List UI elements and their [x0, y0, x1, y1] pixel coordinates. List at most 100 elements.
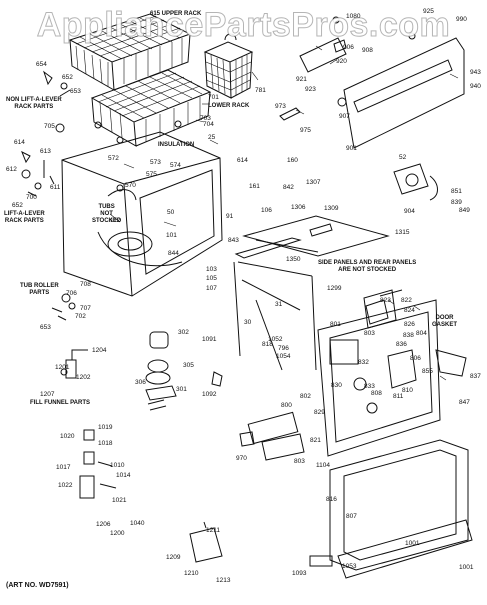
- fill-funnel-drawing: [60, 349, 88, 379]
- part-1206: 1206: [96, 521, 111, 528]
- part-822: 822: [401, 297, 412, 304]
- part-837: 837: [470, 373, 481, 380]
- part-30: 30: [244, 319, 252, 326]
- part-50: 50: [167, 209, 175, 216]
- part-31: 31: [275, 301, 283, 308]
- part-838: 838: [403, 332, 414, 339]
- part-306: 306: [135, 379, 146, 386]
- pump-motor-parts-drawing: [145, 331, 223, 411]
- part-574: 574: [170, 162, 181, 169]
- part-855: 855: [422, 368, 433, 375]
- control-panel-drawing: [279, 16, 465, 149]
- part-1093: 1093: [292, 570, 307, 577]
- part-1054: 1054: [276, 353, 291, 360]
- part-923: 923: [305, 86, 316, 93]
- silverware-basket-drawing: [203, 33, 254, 99]
- door-latch-drawing: [365, 289, 403, 325]
- part-654: 654: [36, 61, 47, 68]
- caption-door-gasket: DOOR GASKET: [432, 315, 458, 328]
- part-803b: 803: [294, 458, 305, 465]
- caption-fill-funnel-parts: FILL FUNNEL PARTS: [30, 400, 90, 406]
- part-105: 105: [206, 275, 217, 282]
- caption-lift-a-lever-rack-parts: LIFT-A-LEVER RACK PARTS: [4, 211, 45, 224]
- part-975: 975: [300, 127, 311, 134]
- part-652b: 652: [12, 202, 23, 209]
- part-816: 816: [326, 496, 337, 503]
- caption-upper-rack: 615 UPPER RACK: [150, 11, 202, 17]
- art-number: (ART NO. WD7591): [6, 582, 69, 589]
- part-836: 836: [396, 341, 407, 348]
- part-52: 52: [399, 154, 407, 161]
- part-1204: 1204: [92, 347, 107, 354]
- part-1211: 1211: [206, 527, 220, 534]
- part-806: 806: [410, 355, 421, 362]
- part-1306: 1306: [291, 204, 306, 211]
- caption-side-panels: SIDE PANELS AND REAR PANELS ARE NOT STOC…: [318, 260, 417, 273]
- part-1052: 1052: [268, 336, 283, 343]
- part-1209: 1209: [166, 554, 181, 561]
- part-824: 824: [404, 307, 415, 314]
- rack-parts-left-drawing: [21, 70, 71, 197]
- part-614: 614: [14, 139, 25, 146]
- part-103: 103: [206, 266, 217, 273]
- part-821: 821: [310, 437, 321, 444]
- part-843: 843: [228, 237, 239, 244]
- side-panel-frame-drawing: [233, 215, 390, 371]
- part-1315: 1315: [395, 229, 410, 236]
- part-804: 804: [416, 330, 427, 337]
- part-973: 973: [275, 103, 286, 110]
- part-1200: 1200: [110, 530, 125, 537]
- part-921: 921: [296, 76, 307, 83]
- part-796: 796: [278, 345, 289, 352]
- part-706: 706: [66, 290, 77, 297]
- part-811: 811: [393, 393, 404, 400]
- part-849: 849: [459, 207, 470, 214]
- part-990: 990: [456, 16, 467, 23]
- caption-insulation: INSULATION: [158, 142, 195, 148]
- part-701: 701: [208, 94, 219, 101]
- part-943: 943: [470, 69, 481, 76]
- part-1053: 1053: [342, 563, 357, 570]
- part-810: 810: [402, 387, 413, 394]
- part-844: 844: [168, 250, 179, 257]
- part-833: 833: [364, 383, 375, 390]
- part-940: 940: [470, 83, 481, 90]
- part-160: 160: [287, 157, 298, 164]
- part-702: 702: [75, 313, 86, 320]
- part-1350: 1350: [286, 256, 301, 263]
- part-705: 705: [44, 123, 55, 130]
- part-781: 781: [255, 87, 266, 94]
- part-807: 807: [346, 513, 357, 520]
- part-800: 800: [281, 402, 292, 409]
- part-1309: 1309: [324, 205, 339, 212]
- part-1299: 1299: [327, 285, 342, 292]
- part-570: 570: [125, 182, 136, 189]
- watermark: AppliancePartsPros.com: [36, 6, 451, 45]
- part-823: 823: [380, 297, 391, 304]
- part-703: 703: [200, 115, 211, 122]
- part-613: 613: [40, 148, 51, 155]
- part-612: 612: [6, 166, 17, 173]
- part-1207: 1207: [40, 391, 55, 398]
- outer-door-drawing: [329, 439, 473, 579]
- part-301: 301: [176, 386, 187, 393]
- part-904: 904: [404, 208, 415, 215]
- part-700: 700: [26, 194, 37, 201]
- caption-non-lift-rack-parts: NON LIFT-A-LEVER RACK PARTS: [6, 97, 62, 110]
- lower-misc-parts-drawing: [79, 411, 333, 567]
- caption-lower-rack: LOWER RACK: [208, 103, 250, 109]
- leader-lines: [109, 17, 459, 381]
- part-1210: 1210: [184, 570, 199, 577]
- part-1018: 1018: [98, 440, 113, 447]
- part-1201: 1201: [55, 364, 70, 371]
- part-25: 25: [208, 134, 216, 141]
- part-302: 302: [178, 329, 189, 336]
- part-1104: 1104: [316, 462, 330, 469]
- part-842: 842: [283, 184, 294, 191]
- part-653: 653: [70, 88, 81, 95]
- part-847: 847: [459, 399, 470, 406]
- part-101: 101: [166, 232, 177, 239]
- part-802: 802: [300, 393, 311, 400]
